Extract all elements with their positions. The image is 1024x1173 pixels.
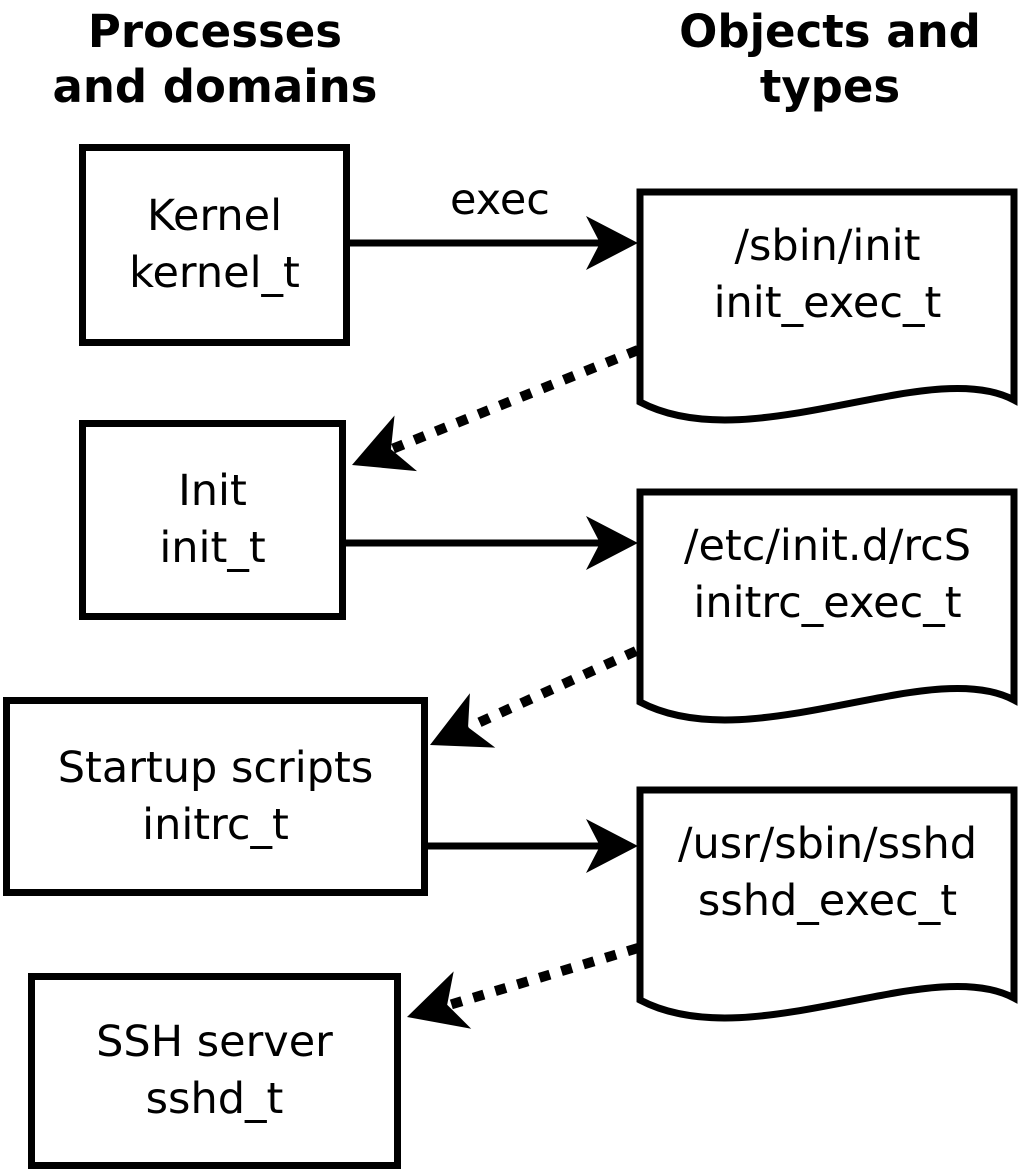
process-label: SSH server	[96, 1017, 333, 1067]
process-box-init: Init init_t	[79, 420, 346, 620]
column-header-objects-and-types: Objects and types	[640, 4, 1020, 114]
process-domain: initrc_t	[142, 799, 289, 850]
process-domain: sshd_t	[145, 1074, 284, 1124]
column-header-processes-and-domains: Processes and domains	[20, 4, 410, 114]
header-line: Processes	[87, 5, 343, 58]
header-line: Objects and	[679, 5, 981, 58]
process-domain: init_t	[159, 523, 266, 573]
solid-arrow-initrc-to-sshd	[427, 819, 638, 873]
solid-arrow-init-to-rcs	[345, 516, 638, 570]
process-domain: kernel_t	[129, 248, 300, 298]
document-shape-etc-initd-rcs	[636, 488, 1018, 724]
dotted-arrow-sbin-init-to-init	[352, 345, 640, 472]
dotted-arrow-rcs-to-initrc	[430, 646, 639, 748]
process-label: Startup scripts	[57, 742, 374, 793]
document-shape-usr-sbin-sshd	[636, 786, 1018, 1022]
exec-arrow-label: exec	[450, 175, 550, 225]
document-shape-sbin-init	[636, 188, 1018, 424]
process-label: Kernel	[146, 191, 283, 241]
process-box-kernel: Kernel kernel_t	[79, 144, 350, 346]
process-box-startup-scripts: Startup scripts initrc_t	[3, 697, 428, 896]
process-label: Init	[178, 466, 247, 516]
dotted-arrow-sshd-exec-to-sshd	[407, 943, 640, 1029]
solid-arrow-kernel-to-sbin-init	[349, 216, 638, 270]
header-line: and domains	[52, 60, 378, 113]
process-box-ssh-server: SSH server sshd_t	[28, 973, 401, 1169]
header-line: types	[759, 60, 901, 113]
